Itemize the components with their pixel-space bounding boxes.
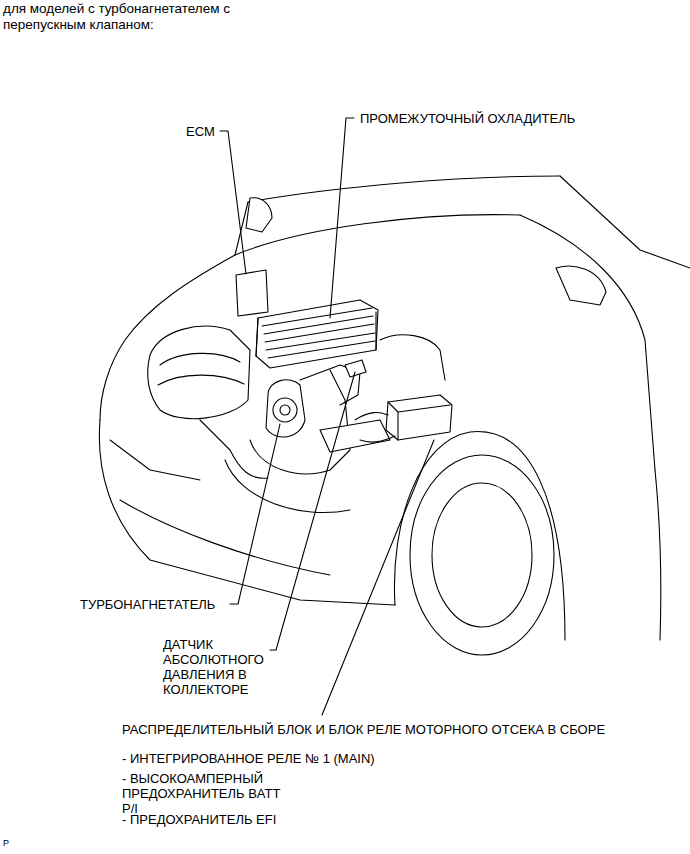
car-body-stroke: [410, 455, 554, 655]
part-label: РАСПРЕДЕЛИТЕЛЬНЫЙ БЛОК И БЛОК РЕЛЕ МОТОР…: [122, 722, 605, 737]
car-body-stroke: [246, 198, 272, 232]
leader-lines-stroke: [230, 424, 280, 604]
part-label: ДАТЧИК АБСОЛЮТНОГО ДАВЛЕНИЯ В КОЛЛЕКТОРЕ: [163, 637, 271, 697]
car-body: [99, 176, 690, 655]
part-label: ТУРБОНАГНЕТАТЕЛЬ: [80, 597, 215, 612]
engine-parts-stroke: [148, 326, 250, 419]
car-body-stroke: [394, 432, 565, 640]
engine-parts-stroke: [158, 353, 244, 385]
sub-item-label: - ПРЕДОХРАНИТЕЛЬ EFI: [122, 812, 276, 827]
part-label: ECM: [186, 124, 215, 139]
car-body-stroke: [110, 440, 200, 480]
leader-lines-stroke: [220, 131, 246, 274]
engine-parts-stroke: [225, 460, 350, 513]
engine-parts-stroke: [388, 402, 450, 440]
engine-parts-stroke: [280, 405, 290, 415]
leader-lines-stroke: [330, 118, 354, 318]
engine-parts-stroke: [380, 335, 445, 380]
leader-lines-stroke: [270, 372, 355, 650]
engine-parts-stroke: [250, 370, 350, 474]
sub-item-label: - ВЫСОКОАМПЕРНЫЙ ПРЕДОХРАНИТЕЛЬ BATT P/I: [122, 771, 292, 816]
engine-parts-stroke: [200, 420, 268, 478]
engine-parts: [148, 270, 452, 513]
engine-parts-stroke: [262, 308, 375, 358]
car-body-stroke: [248, 176, 560, 202]
sub-item-label: - ИНТЕГРИРОВАННОЕ РЕЛЕ № 1 (MAIN): [122, 751, 375, 766]
figure-code: P: [3, 838, 9, 849]
engine-parts-stroke: [320, 420, 390, 452]
diagram-title: для моделей с турбонагнетателем с перепу…: [3, 1, 243, 33]
car-body-stroke: [120, 500, 330, 575]
engine-parts-stroke: [273, 398, 297, 422]
leader-lines-stroke: [322, 440, 434, 715]
engine-parts-stroke: [345, 360, 366, 377]
engine-parts-stroke: [256, 300, 378, 368]
car-body-stroke: [556, 266, 606, 305]
car-body-stroke: [99, 420, 395, 605]
engine-parts-stroke: [266, 380, 305, 437]
car-body-stroke: [560, 176, 690, 268]
car-body-stroke: [235, 215, 520, 255]
engine-parts-stroke: [236, 270, 268, 316]
engine-parts-stroke: [355, 413, 395, 443]
car-body-stroke: [655, 470, 661, 640]
leader-lines: [220, 118, 434, 715]
car-body-stroke: [520, 215, 655, 470]
part-label: ПРОМЕЖУТОЧНЫЙ ОХЛАДИТЕЛЬ: [360, 111, 575, 126]
engine-parts-stroke: [256, 312, 376, 356]
engine-parts-stroke: [386, 395, 452, 440]
car-body-stroke: [432, 483, 532, 627]
